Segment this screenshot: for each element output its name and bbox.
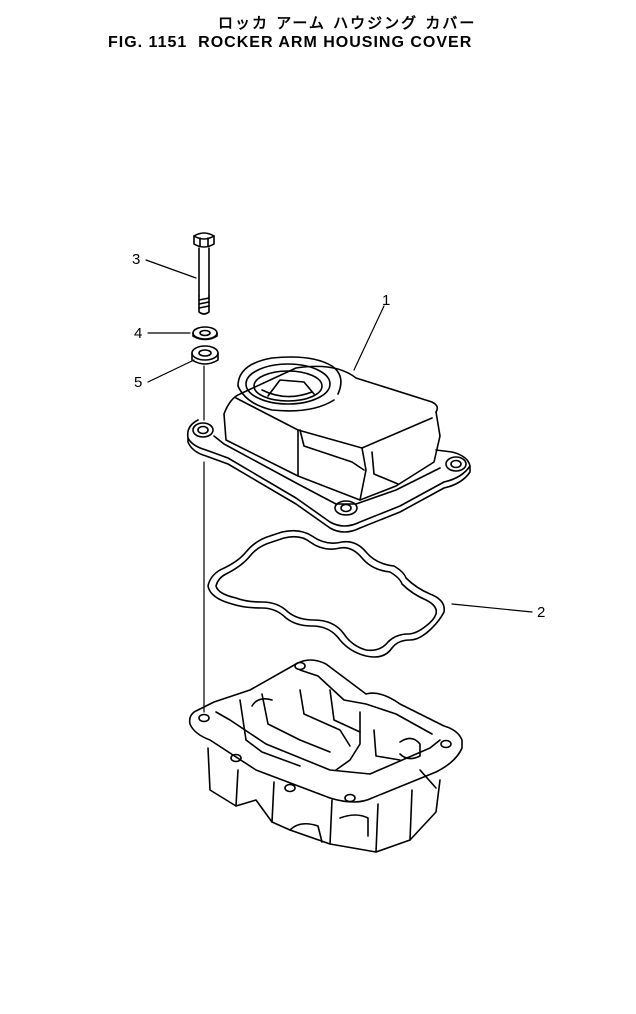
figure-title-japanese: ロッカ アーム ハウジング カバー (218, 14, 477, 32)
rocker-arm-housing (188, 659, 463, 853)
washer-part-4 (192, 326, 218, 341)
leader-line-5 (147, 359, 195, 383)
housing-cover-part-1 (186, 356, 471, 533)
callout-2: 2 (537, 604, 545, 621)
bushing-part-5 (191, 345, 219, 365)
callout-4: 4 (134, 325, 142, 342)
figure-title-english: FIG. 1151 ROCKER ARM HOUSING COVER (108, 34, 473, 51)
leader-line-1 (353, 305, 385, 371)
callout-5: 5 (134, 374, 142, 391)
gasket-part-2 (207, 529, 446, 658)
callout-1: 1 (382, 292, 390, 309)
leader-line-2 (451, 603, 533, 613)
bolt-part-3 (193, 232, 215, 315)
leader-lines (145, 259, 533, 613)
leader-line-3 (145, 259, 197, 279)
callout-3: 3 (132, 251, 140, 268)
